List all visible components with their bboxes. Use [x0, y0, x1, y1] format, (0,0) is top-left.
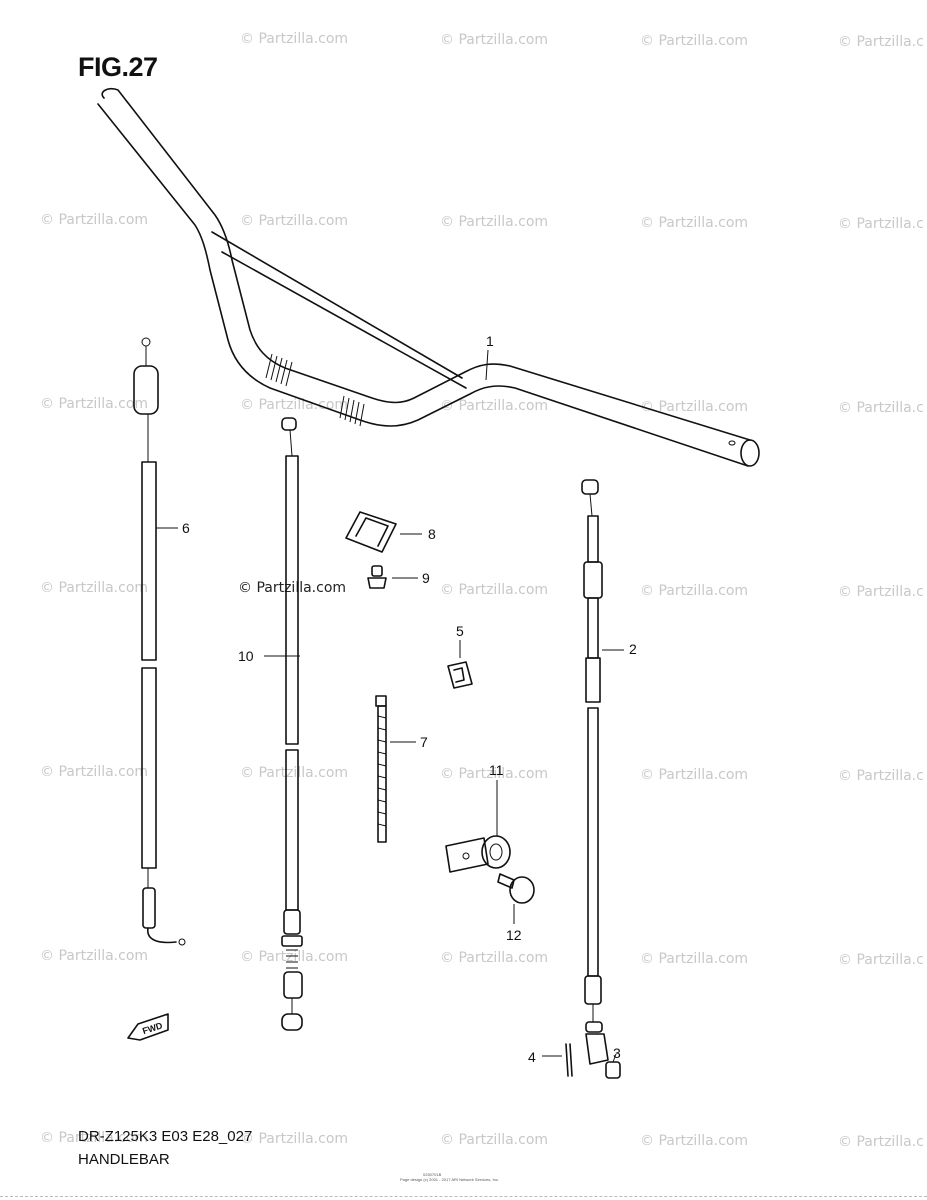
model-code: DR-Z125K3 E03 E28_027 [78, 1128, 253, 1145]
watermark-text: © Partzilla.com [640, 583, 749, 599]
watermark-text: © Partzilla.com [640, 951, 749, 967]
footer-copyright: Page design (c) 2001 - 2017 ARI Network … [400, 1177, 499, 1182]
watermark-text: © Partzilla.com [240, 949, 349, 965]
forward-arrow-icon: FWD [127, 1013, 169, 1041]
throttle-cable-part-6[interactable] [133, 337, 186, 946]
callout-6: 6 [182, 520, 190, 536]
bolt-part-12[interactable] [497, 873, 535, 924]
section-name: HANDLEBAR [78, 1151, 170, 1168]
callout-7: 7 [420, 734, 428, 750]
cotter-pin-part-4[interactable] [542, 1043, 573, 1077]
clutch-cable-part-2[interactable] [581, 479, 609, 1065]
watermark-text: © Partzilla.com [440, 32, 549, 48]
watermark-text: © Partzilla.com [440, 214, 549, 230]
center-watermark: © Partzilla.com [238, 580, 347, 596]
watermark-text: © Partzilla.com [40, 1130, 149, 1146]
callout-3: 3 [613, 1045, 621, 1061]
callout-5: 5 [456, 623, 464, 639]
watermark-text: © Partzilla.c [838, 952, 924, 968]
watermark-text: © Partzilla.com [440, 1132, 549, 1148]
bolt-part-3[interactable] [605, 1053, 621, 1079]
footer-code: 0250701B [423, 1172, 442, 1177]
callout-4: 4 [528, 1049, 536, 1065]
watermark-text: © Partzilla.c [838, 34, 924, 50]
watermark-text: © Partzilla.com [40, 396, 149, 412]
callout-1: 1 [486, 333, 494, 349]
watermark-text: © Partzilla.com [40, 580, 149, 596]
watermark-text: © Partzilla.c [838, 584, 924, 600]
callout-10: 10 [238, 648, 254, 664]
watermark-text: © Partzilla.com [640, 215, 749, 231]
watermark-text: © Partzilla.com [40, 212, 149, 228]
watermark-text: © Partzilla.c [838, 400, 924, 416]
watermark-text: © Partzilla.com [40, 948, 149, 964]
watermark-text: © Partzilla.c [838, 1134, 924, 1150]
screw-part-9[interactable] [367, 565, 418, 589]
figure-title: FIG.27 [78, 52, 158, 82]
callout-11: 11 [489, 762, 504, 778]
callout-8: 8 [428, 526, 436, 542]
watermark-text: © Partzilla.com [240, 397, 349, 413]
watermark-text: © Partzilla.com [240, 765, 349, 781]
watermark-text: © Partzilla.com [440, 582, 549, 598]
watermark-text: © Partzilla.com [640, 399, 749, 415]
watermark-text: © Partzilla.com [440, 398, 549, 414]
watermark-text: © Partzilla.com [440, 766, 549, 782]
watermark-text: © Partzilla.com [240, 1131, 349, 1147]
handlebar-part-1[interactable] [97, 87, 760, 467]
watermark-text: © Partzilla.c [838, 216, 924, 232]
callout-2: 2 [629, 641, 637, 657]
watermark-text: © Partzilla.c [838, 768, 924, 784]
clip-part-8[interactable] [345, 511, 422, 553]
watermark-text: © Partzilla.com [640, 1133, 749, 1149]
watermark-text: © Partzilla.com [40, 764, 149, 780]
watermark-text: © Partzilla.com [440, 950, 549, 966]
watermark-text: © Partzilla.com [640, 33, 749, 49]
clamp-part-5[interactable] [447, 640, 473, 689]
callout-9: 9 [422, 570, 430, 586]
bracket-part-11[interactable] [445, 780, 511, 873]
brake-cable-part-10[interactable] [281, 417, 303, 1031]
cable-tie-part-7[interactable] [375, 695, 416, 843]
watermark-text: © Partzilla.com [640, 767, 749, 783]
callout-12: 12 [506, 927, 522, 943]
bottom-divider [0, 1196, 927, 1197]
watermark-text: © Partzilla.com [240, 31, 349, 47]
watermark-text: © Partzilla.com [240, 213, 349, 229]
